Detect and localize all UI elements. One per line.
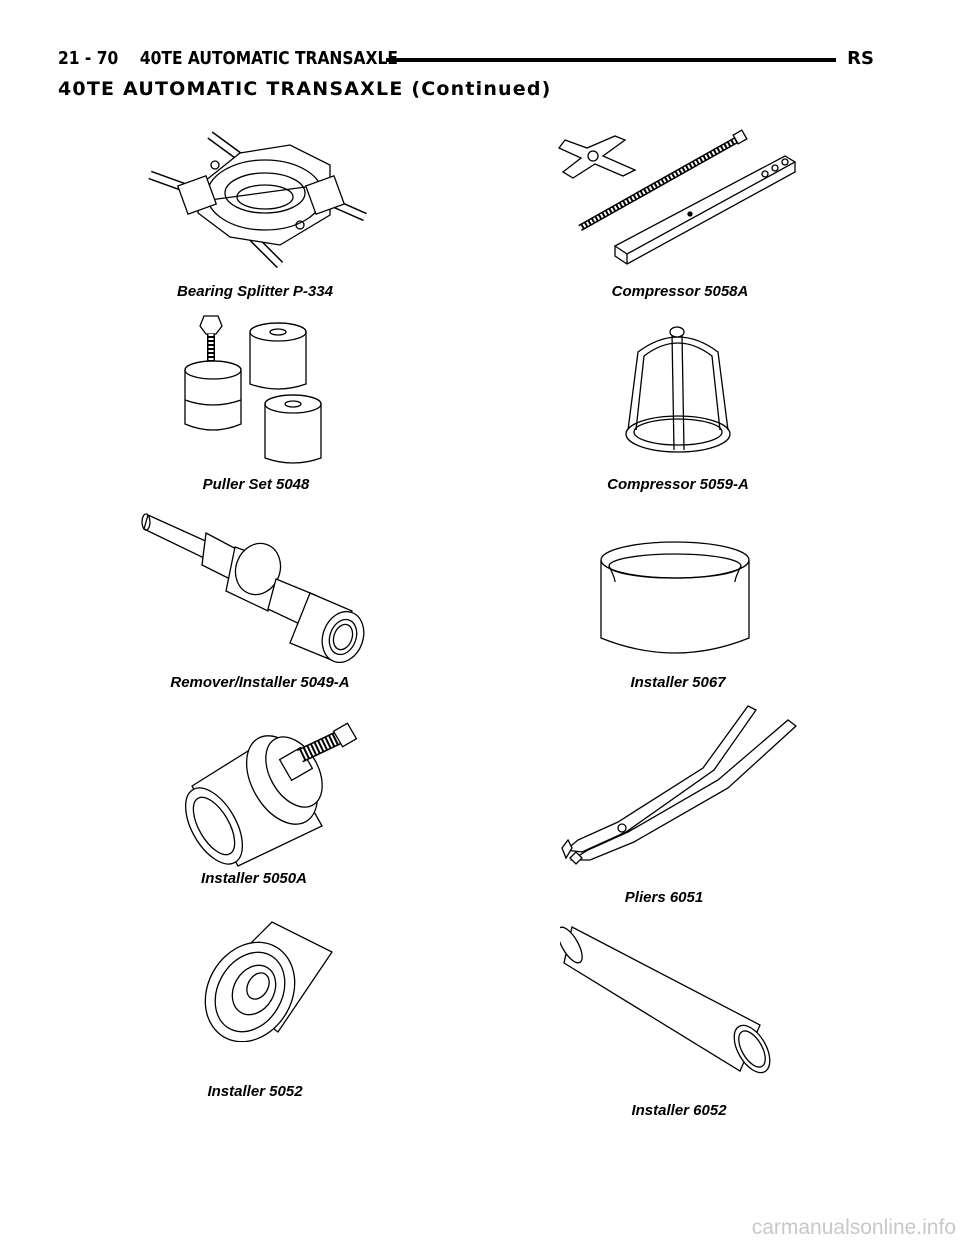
watermark: carmanualsonline.info [751,1216,956,1239]
caption-compressor-5059a: Compressor 5059-A [607,476,749,493]
caption-bearing-splitter: Bearing Splitter P-334 [177,283,333,300]
tube-installer-illustration [560,915,790,1085]
header-rule [386,58,836,62]
model-code: RS [847,48,874,69]
caption-installer-6052: Installer 6052 [631,1102,727,1119]
page-subtitle: 40TE AUTOMATIC TRANSAXLE (Continued) [58,78,552,100]
compressor-illustration [555,128,805,268]
caption-puller-set: Puller Set 5048 [202,476,310,493]
ring-installer-illustration [595,538,755,663]
bearing-installer-illustration [172,716,362,871]
section-title: 40TE AUTOMATIC TRANSAXLE [139,48,398,69]
page-header: 21 - 70 40TE AUTOMATIC TRANSAXLE RS [0,48,960,72]
caption-installer-5052: Installer 5052 [207,1083,303,1100]
header-left: 21 - 70 40TE AUTOMATIC TRANSAXLE [58,48,398,69]
caption-remover-installer: Remover/Installer 5049-A [170,674,350,691]
pliers-illustration [558,700,808,870]
puller-set-illustration [168,312,338,472]
remover-installer-illustration [140,503,380,663]
bearing-splitter-illustration [130,125,380,275]
caption-installer-5050a: Installer 5050A [201,870,307,887]
caption-compressor-5058a: Compressor 5058A [611,283,749,300]
caption-pliers: Pliers 6051 [624,889,704,906]
cup-installer-illustration [192,912,342,1042]
spring-compressor-illustration [618,322,738,462]
page-reference: 21 - 70 [58,48,119,69]
caption-installer-5067: Installer 5067 [630,674,726,691]
